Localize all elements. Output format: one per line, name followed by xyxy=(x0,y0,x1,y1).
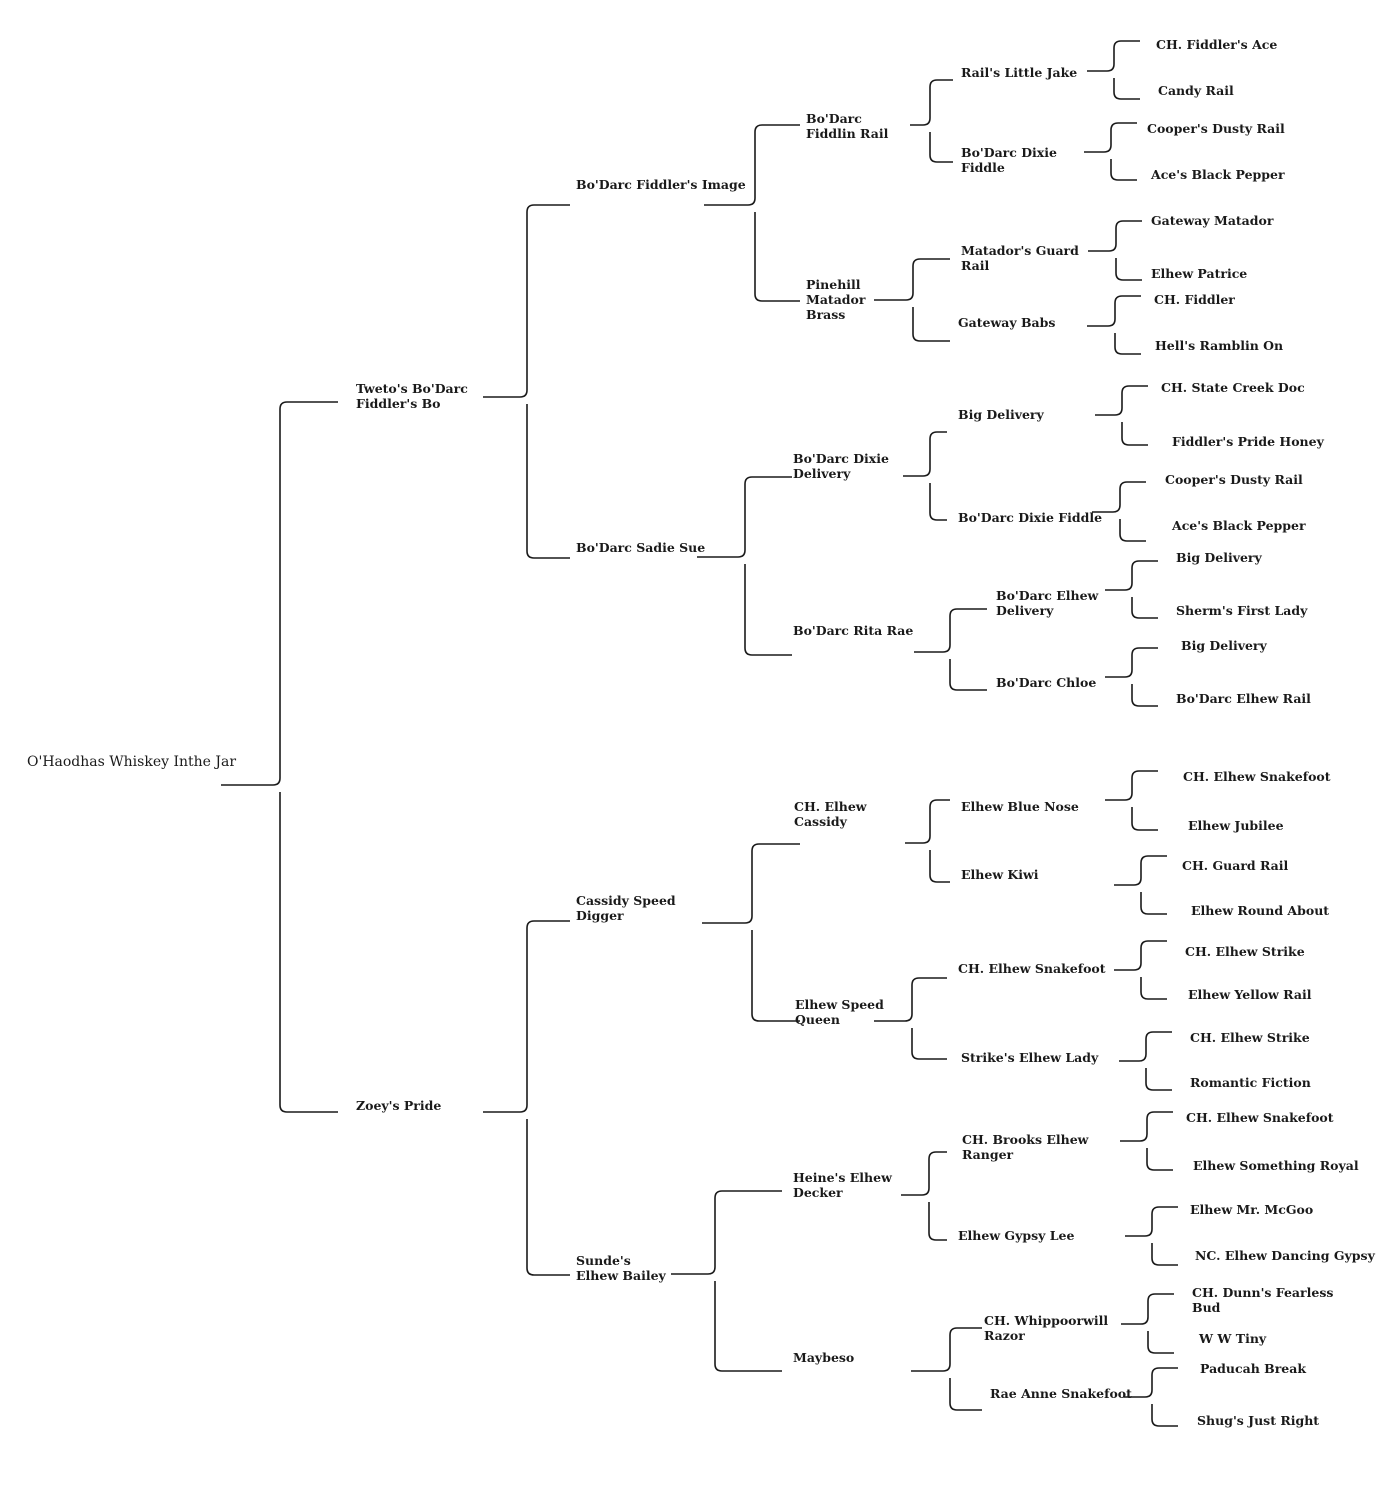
bracket-ddds xyxy=(1121,1293,1174,1354)
dss-name: CH. Elhew Cassidy xyxy=(794,799,867,829)
ssd-name: Pinehill Matador Brass xyxy=(806,277,866,322)
bracket-dds xyxy=(901,1151,947,1241)
sdssd-name: Fiddler's Pride Honey xyxy=(1172,434,1324,449)
bracket-sire xyxy=(483,204,570,559)
dssdd-name: Elhew Round About xyxy=(1191,903,1330,918)
ss-name: Bo'Darc Fiddler's Image xyxy=(576,177,746,192)
sire-name: Tweto's Bo'Darc Fiddler's Bo xyxy=(356,381,468,411)
sssd-name: Bo'Darc Dixie Fiddle xyxy=(961,145,1057,175)
dddsd-name: W W Tiny xyxy=(1199,1331,1267,1346)
dd-name: Sunde's Elhew Bailey xyxy=(576,1253,666,1283)
bracket-dsdd xyxy=(1119,1031,1172,1091)
dssd-name: Elhew Kiwi xyxy=(961,867,1039,882)
ddss-name: CH. Brooks Elhew Ranger xyxy=(962,1132,1089,1162)
sdss-name: Big Delivery xyxy=(958,407,1044,422)
dsds-name: CH. Elhew Snakefoot xyxy=(958,961,1106,976)
bracket-ddsd xyxy=(1125,1206,1178,1266)
bracket-sdsd xyxy=(1092,481,1146,542)
ssds-name: Matador's Guard Rail xyxy=(961,243,1079,273)
sdsds-name: Cooper's Dusty Rail xyxy=(1165,472,1303,487)
ddsdd-name: NC. Elhew Dancing Gypsy xyxy=(1195,1248,1375,1263)
ddddd-name: Shug's Just Right xyxy=(1197,1413,1320,1428)
sdddd-name: Bo'Darc Elhew Rail xyxy=(1176,691,1311,706)
bracket-ds xyxy=(702,843,800,1022)
sssss-name: CH. Fiddler's Ace xyxy=(1156,37,1278,52)
bracket-ssds xyxy=(1088,220,1142,281)
ddsds-name: Elhew Mr. McGoo xyxy=(1190,1202,1314,1217)
bracket-sss xyxy=(910,79,953,163)
sdsdd-name: Ace's Black Pepper xyxy=(1172,518,1306,533)
dddds-name: Paducah Break xyxy=(1200,1361,1307,1376)
dddd-name: Rae Anne Snakefoot xyxy=(990,1386,1132,1401)
sddd-name: Bo'Darc Chloe xyxy=(996,675,1097,690)
ssdsd-name: Elhew Patrice xyxy=(1151,266,1248,281)
bracket-ssd xyxy=(874,258,950,342)
bracket-ss xyxy=(704,124,800,302)
ddsd-name: Elhew Gypsy Lee xyxy=(958,1228,1075,1243)
bracket-dss xyxy=(905,799,950,883)
bracket-dsds xyxy=(1114,940,1167,1000)
sdds-name: Bo'Darc Elhew Delivery xyxy=(996,588,1099,618)
dsdd-name: Strike's Elhew Lady xyxy=(961,1050,1099,1065)
bracket-sssd xyxy=(1084,122,1137,181)
sssds-name: Cooper's Dusty Rail xyxy=(1147,121,1285,136)
dam-name: Zoey's Pride xyxy=(356,1098,442,1113)
sd-name: Bo'Darc Sadie Sue xyxy=(576,540,706,555)
dsdsd-name: Elhew Yellow Rail xyxy=(1188,987,1312,1002)
dds-name: Heine's Elhew Decker xyxy=(793,1170,892,1200)
sddsd-name: Sherm's First Lady xyxy=(1176,603,1308,618)
ssss-name: Rail's Little Jake xyxy=(961,65,1078,80)
bracket-sddd xyxy=(1105,647,1158,707)
bracket-sdds xyxy=(1105,560,1158,619)
dsd-name: Elhew Speed Queen xyxy=(795,997,884,1027)
sdsd-name: Bo'Darc Dixie Fiddle xyxy=(958,510,1103,525)
dsdss-name: CH. Elhew Strike xyxy=(1185,944,1305,959)
ds-name: Cassidy Speed Digger xyxy=(576,893,676,923)
ssssd-name: Candy Rail xyxy=(1158,83,1234,98)
bracket-ddd xyxy=(911,1327,982,1411)
bracket-root xyxy=(221,401,338,1113)
dsss-name: Elhew Blue Nose xyxy=(961,799,1079,814)
bracket-dsss xyxy=(1105,770,1158,831)
dssds-name: CH. Guard Rail xyxy=(1182,858,1289,873)
sdd-name: Bo'Darc Rita Rae xyxy=(793,623,914,638)
bracket-sdd xyxy=(914,608,987,691)
sdsss-name: CH. State Creek Doc xyxy=(1161,380,1305,395)
sss-name: Bo'Darc Fiddlin Rail xyxy=(806,111,889,141)
ddds-name: CH. Whippoorwill Razor xyxy=(984,1313,1109,1343)
bracket-ssdd xyxy=(1087,295,1141,355)
subject-dog-name: O'Haodhas Whiskey Inthe Jar xyxy=(27,754,237,770)
dddss-name: CH. Dunn's Fearless Bud xyxy=(1192,1285,1334,1315)
ddsss-name: CH. Elhew Snakefoot xyxy=(1186,1110,1334,1125)
bracket-dsd xyxy=(874,977,947,1060)
dsssd-name: Elhew Jubilee xyxy=(1188,818,1284,833)
bracket-sd xyxy=(697,476,792,656)
dssss-name: CH. Elhew Snakefoot xyxy=(1183,769,1331,784)
ssdd-name: Gateway Babs xyxy=(958,315,1056,330)
sds-name: Bo'Darc Dixie Delivery xyxy=(793,451,889,481)
bracket-ddss xyxy=(1120,1111,1173,1171)
dsdds-name: CH. Elhew Strike xyxy=(1190,1030,1310,1045)
ddd-name: Maybeso xyxy=(793,1350,855,1365)
ddssd-name: Elhew Something Royal xyxy=(1193,1158,1359,1173)
bracket-dd xyxy=(671,1190,782,1372)
bracket-sds xyxy=(903,431,947,521)
ssddd-name: Hell's Ramblin On xyxy=(1155,338,1284,353)
bracket-dam xyxy=(483,920,570,1276)
sddds-name: Big Delivery xyxy=(1181,638,1267,653)
ssdds-name: CH. Fiddler xyxy=(1154,292,1235,307)
bracket-sdss xyxy=(1095,385,1148,446)
bracket-dssd xyxy=(1114,855,1167,915)
dsddd-name: Romantic Fiction xyxy=(1190,1075,1311,1090)
bracket-dddd xyxy=(1124,1367,1178,1427)
ssdss-name: Gateway Matador xyxy=(1151,213,1274,228)
bracket-ssss xyxy=(1087,40,1140,100)
sddss-name: Big Delivery xyxy=(1176,550,1262,565)
sssdd-name: Ace's Black Pepper xyxy=(1151,167,1285,182)
